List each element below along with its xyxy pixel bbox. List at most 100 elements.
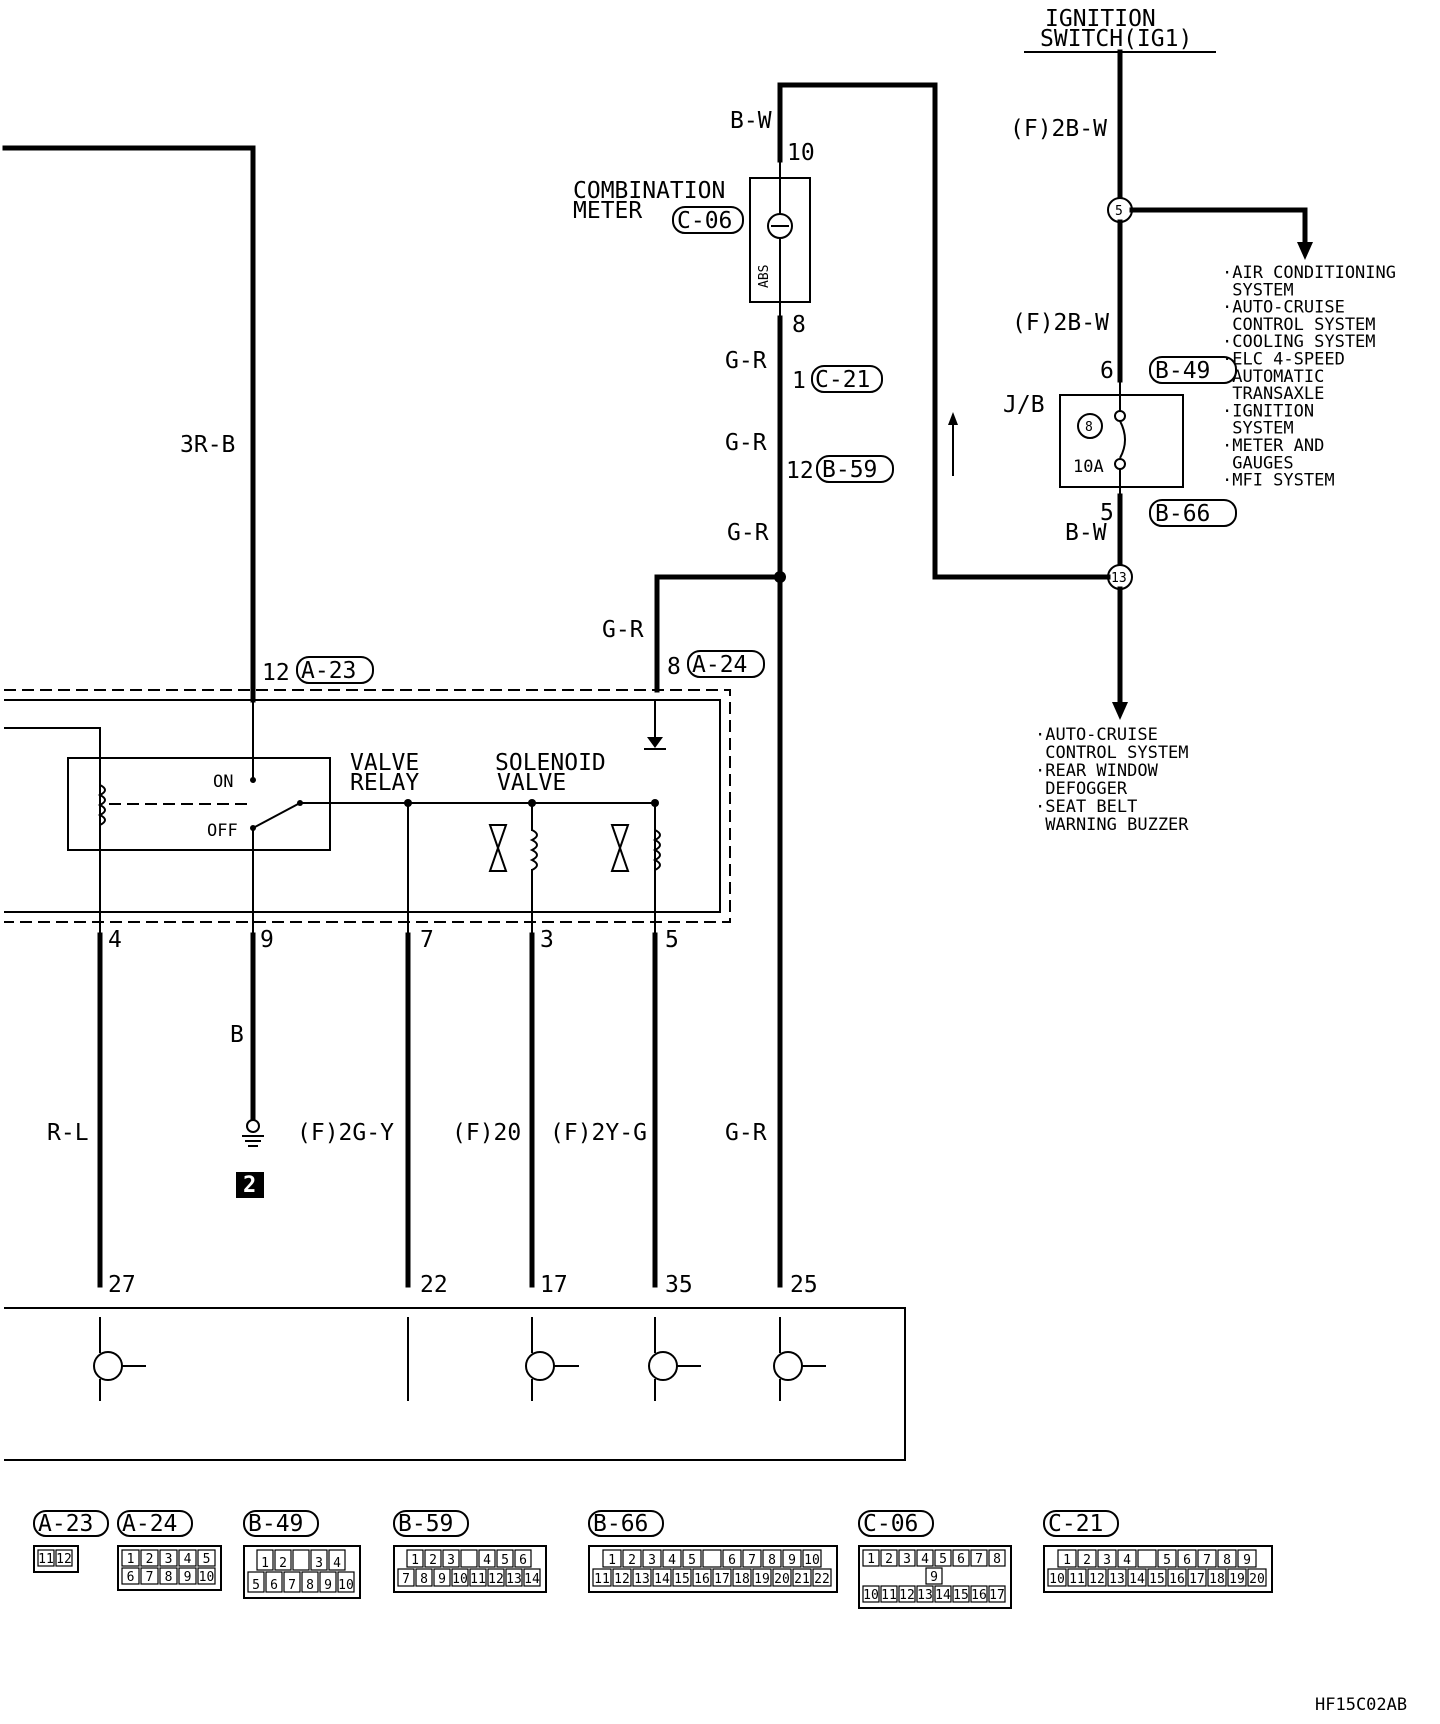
abs-ecu-box <box>4 1307 906 1461</box>
pin-6: 6 <box>1100 358 1114 384</box>
jb-box <box>1059 394 1184 488</box>
legend-cavity <box>1107 1568 1127 1587</box>
legend-cavity <box>1157 1549 1177 1568</box>
system-list-item: DEFOGGER <box>1035 779 1128 799</box>
connector-b59-label: B-59 <box>822 457 877 483</box>
legend-pin-number: 9 <box>930 1570 938 1585</box>
solenoid-label-1: SOLENOID <box>495 750 606 776</box>
legend-pin-number: 1 <box>1063 1553 1071 1568</box>
legend-pin-number: 4 <box>921 1552 929 1567</box>
legend-cavity <box>1217 1549 1237 1568</box>
legend-cavity <box>925 1567 943 1585</box>
connector-c21-tag <box>811 365 883 393</box>
legend-cavity <box>1187 1568 1207 1587</box>
legend-cavity <box>301 1571 319 1593</box>
system-list-item: ·AUTO-CRUISE <box>1035 725 1158 745</box>
legend-tag <box>588 1510 664 1537</box>
legend-cavity <box>652 1568 672 1587</box>
legend-name: B-66 <box>593 1511 648 1537</box>
pin-5-a24: 5 <box>665 927 679 953</box>
legend-cavity <box>197 1549 216 1567</box>
legend-cavity <box>121 1549 140 1567</box>
connector-b59-tag <box>816 455 894 483</box>
junction-5-label: 5 <box>1115 204 1123 219</box>
legend-cavity <box>970 1585 988 1603</box>
system-list-item: ·COOLING SYSTEM <box>1222 332 1376 352</box>
legend-cavity <box>672 1568 692 1587</box>
legend-cavity <box>328 1549 346 1571</box>
legend-cavity <box>682 1549 702 1568</box>
legend-cavity <box>397 1568 415 1587</box>
pin-7: 7 <box>420 927 434 953</box>
legend-pin-number: 1 <box>261 1556 269 1571</box>
legend-name: C-06 <box>863 1511 918 1537</box>
wire-label-f2yg: (F)2Y-G <box>550 1120 647 1146</box>
legend-cavity <box>772 1568 792 1587</box>
legend-pin-number: 6 <box>127 1570 135 1585</box>
legend-cavity <box>662 1549 682 1568</box>
legend-pin-number: 15 <box>953 1588 969 1603</box>
legend-pin-number: 7 <box>402 1572 410 1587</box>
legend-cavity <box>256 1549 274 1571</box>
legend-pin-number: 19 <box>1229 1572 1245 1587</box>
legend-cavity <box>952 1585 970 1603</box>
legend-pin-number: 9 <box>1243 1553 1251 1568</box>
legend-cavity <box>55 1549 73 1567</box>
valve-relay-label-2: RELAY <box>350 770 419 796</box>
legend-pin-number: 7 <box>288 1578 296 1593</box>
legend-pin-number: 7 <box>748 1553 756 1568</box>
legend-cavity <box>1227 1568 1247 1587</box>
legend-cavity <box>442 1549 460 1568</box>
legend-tag <box>243 1510 319 1537</box>
legend-cavity <box>1207 1568 1227 1587</box>
legend-name: A-24 <box>122 1511 177 1537</box>
system-list-item: ·AUTO-CRUISE <box>1222 298 1345 318</box>
legend-cavity <box>1137 1549 1157 1568</box>
legend-pin-number: 3 <box>165 1552 173 1567</box>
legend-pin-number: 14 <box>1129 1572 1145 1587</box>
legend-cavity <box>274 1549 292 1571</box>
legend-cavity <box>292 1549 310 1571</box>
legend-pin-number: 8 <box>420 1572 428 1587</box>
legend-pin-number: 3 <box>903 1552 911 1567</box>
abs-label: ABS <box>757 265 772 288</box>
legend-pin-number: 11 <box>38 1552 54 1567</box>
pin-1-c21: 1 <box>792 368 806 394</box>
legend-cavity <box>478 1549 496 1568</box>
legend-cavity <box>934 1585 952 1603</box>
connector-c06-label: C-06 <box>677 208 732 234</box>
system-list-item: SYSTEM <box>1222 280 1294 300</box>
legend-pin-number: 10 <box>863 1588 879 1603</box>
system-list-item: ·AIR CONDITIONING <box>1222 263 1396 283</box>
legend-pin-number: 21 <box>794 1572 810 1587</box>
legend-cavity <box>140 1567 159 1585</box>
legend-pin-number: 17 <box>989 1588 1005 1603</box>
legend-pin-number: 12 <box>56 1552 72 1567</box>
legend-cavity <box>1247 1568 1267 1587</box>
legend-pin-number: 3 <box>315 1556 323 1571</box>
legend-connector-face <box>588 1545 838 1593</box>
legend-cavity <box>319 1571 337 1593</box>
legend-pin-number: 6 <box>1183 1553 1191 1568</box>
legend-cavity <box>612 1568 632 1587</box>
legend-pin-number: 5 <box>501 1553 509 1568</box>
legend-pin-number: 6 <box>957 1552 965 1567</box>
system-list-item: GAUGES <box>1222 453 1294 473</box>
arrow-right-systems <box>1297 242 1313 260</box>
jb-label: J/B <box>1003 392 1045 418</box>
relay-off-label: OFF <box>207 821 238 841</box>
legend-pin-number: 3 <box>1103 1553 1111 1568</box>
pin-5-b66: 5 <box>1100 500 1114 526</box>
legend-pin-number: 12 <box>614 1572 630 1587</box>
legend-cavity <box>159 1567 178 1585</box>
legend-cavity <box>722 1549 742 1568</box>
legend-cavity <box>1167 1568 1187 1587</box>
connector-b49-tag <box>1149 356 1237 384</box>
system-list-item: CONTROL SYSTEM <box>1035 743 1189 763</box>
legend-pin-number: 2 <box>1083 1553 1091 1568</box>
wire-gr-to-a24 <box>654 574 783 693</box>
legend-pin-number: 5 <box>939 1552 947 1567</box>
solenoid-1-coil-icon <box>529 829 538 871</box>
legend-connector-face <box>858 1545 1012 1609</box>
